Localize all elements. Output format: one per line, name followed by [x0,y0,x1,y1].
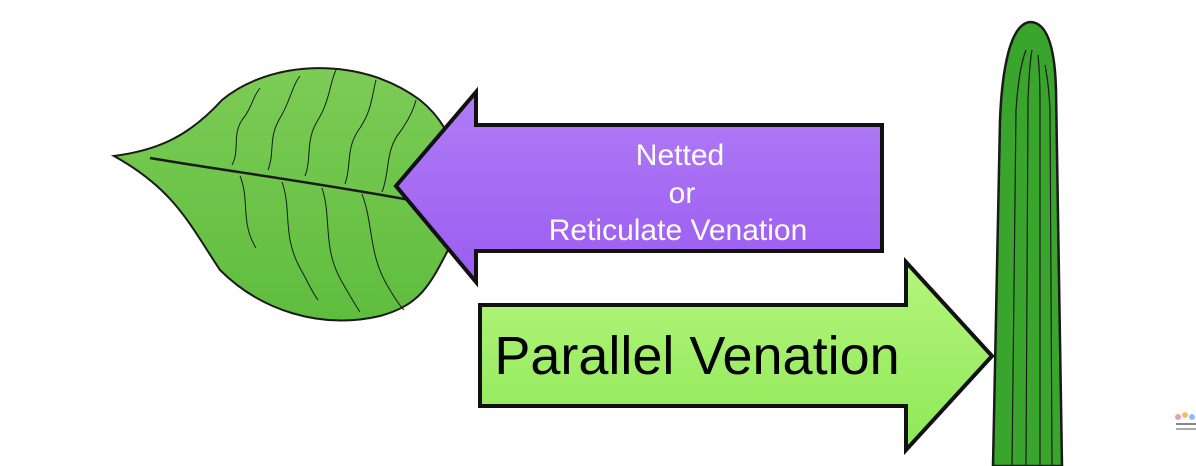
parallel-venation-arrow: Parallel Venation [478,256,995,456]
netted-arrow-shape [393,86,884,288]
parallel-arrow-shape [478,256,995,456]
broad-leaf-veins-upper [231,69,417,193]
netted-arrow-line-2: or [669,177,696,210]
netted-arrow-line-3: Reticulate Venation [549,214,808,247]
netted-venation-arrow: Netted or Reticulate Venation [393,86,884,288]
broad-leaf-illustration [110,67,463,322]
parallel-arrow-label: Parallel Venation [494,326,899,386]
narrow-leaf-illustration [991,20,1064,466]
netted-arrow-line-1: Netted [636,139,724,172]
narrow-leaf-parallel-veins [1011,49,1053,466]
broad-leaf-midrib [149,156,411,202]
broad-leaf-veins-lower [239,175,405,313]
corner-logo [1175,412,1196,430]
